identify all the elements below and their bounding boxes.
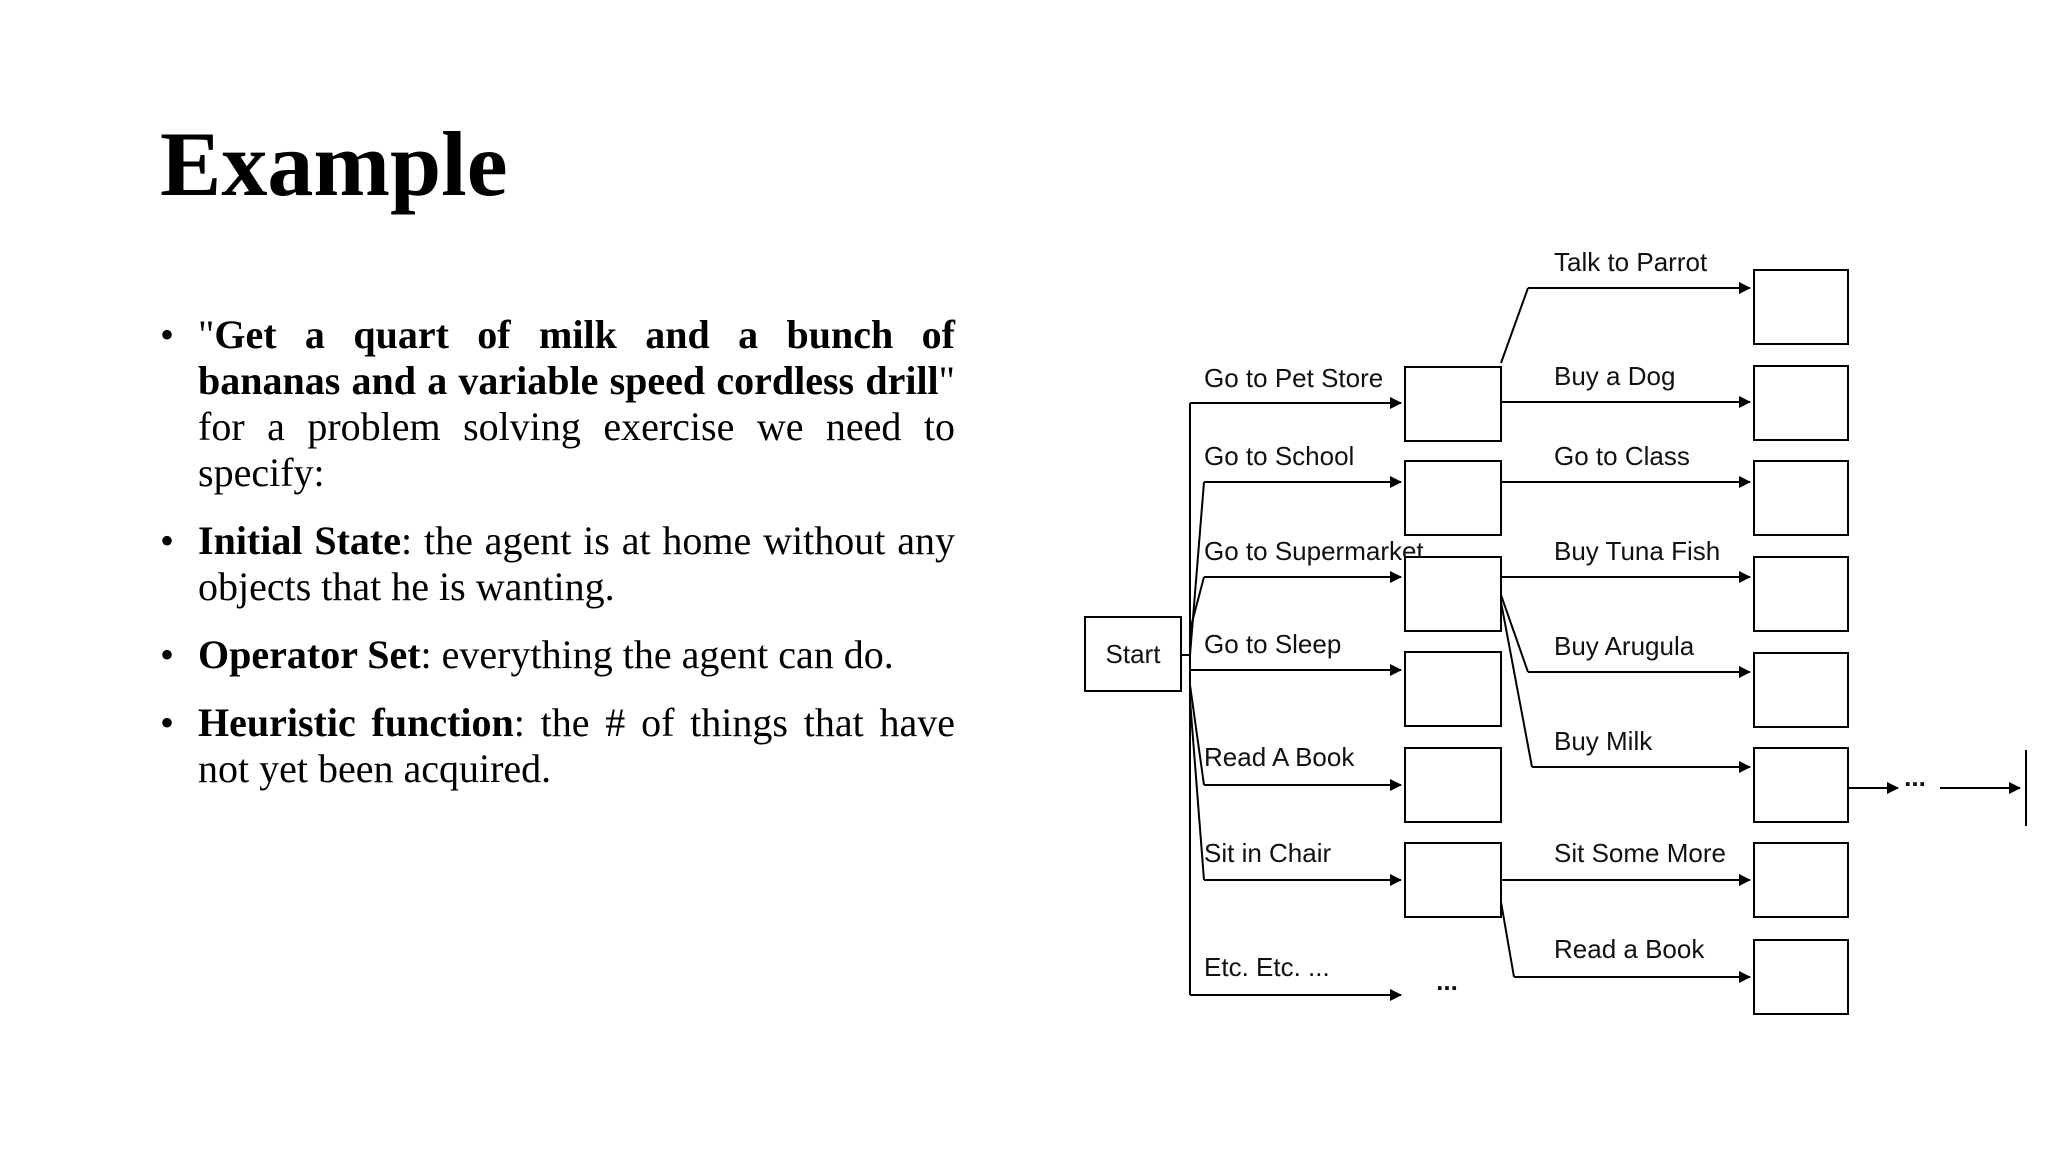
state-box — [1404, 842, 1502, 918]
bullet-text: " for a problem solving exercise we need… — [198, 358, 955, 495]
bullet-text: : the agent is at home without any objec… — [198, 518, 955, 609]
bullet-term: Operator Set — [198, 632, 421, 677]
ellipsis-text: ... — [1904, 762, 1926, 792]
bullet-list: • "Get a quart of milk and a bunch of ba… — [160, 312, 955, 814]
level2-branch-go-class: Go to Class — [1501, 441, 1849, 536]
state-box — [1753, 460, 1849, 536]
edge-label: Etc. Etc. ... — [1204, 952, 1330, 982]
bullet-text: : the # of things that have not yet been… — [198, 700, 955, 791]
bullet-term: Heuristic function — [198, 700, 514, 745]
edge-label: Read a Book — [1554, 934, 1705, 964]
edge-label: Buy Arugula — [1554, 631, 1695, 661]
level2-branch-read-a-book: Read a Book — [1500, 901, 1849, 1015]
level1-branch-etc: Etc. Etc. ... ... — [1190, 952, 1458, 1001]
state-box — [1404, 747, 1502, 823]
state-box — [1753, 842, 1849, 918]
state-box — [1753, 652, 1849, 728]
bullet-dot: • — [160, 312, 175, 357]
state-box — [1404, 651, 1502, 727]
state-box — [1753, 269, 1849, 345]
bullet-text: " — [198, 312, 215, 357]
level2-branch-arugula: Buy Arugula — [1500, 594, 1849, 728]
bullet-item-heuristic: • Heuristic function: the # of things th… — [160, 700, 955, 792]
state-box — [1753, 939, 1849, 1015]
edge-label: Go to Class — [1554, 441, 1690, 471]
bullet-item-initial-state: • Initial State: the agent is at home wi… — [160, 518, 955, 610]
level2-branch-talk-parrot: Talk to Parrot — [1500, 247, 1849, 364]
level1-branch-read-book: Read A Book — [1189, 684, 1502, 823]
search-tree-diagram: Start Go to Pet Store Go to School Go to… — [1084, 247, 2027, 1015]
bullet-item-operator-set: • Operator Set: everything the agent can… — [160, 632, 955, 678]
level1-branch-sit-chair: Sit in Chair — [1189, 699, 1502, 918]
continuation-arrows: ... — [1848, 750, 2027, 826]
edge-label: Go to School — [1204, 441, 1354, 471]
state-box — [1753, 365, 1849, 441]
bullet-item-task: • "Get a quart of milk and a bunch of ba… — [160, 312, 955, 496]
level1-branch-school: Go to School — [1189, 441, 1502, 656]
slide-title: Example — [160, 113, 508, 215]
bullet-dot: • — [160, 632, 175, 677]
start-label: Start — [1106, 639, 1162, 669]
level1-branch-pet-store: Go to Pet Store — [1190, 363, 1502, 442]
state-box-goal — [1753, 747, 1849, 823]
edge-label: Go to Supermarket — [1204, 536, 1424, 566]
state-box — [1404, 460, 1502, 536]
level1-branch-sleep: Go to Sleep — [1190, 629, 1502, 727]
bullet-text-bold: Get a quart of milk and a bunch of banan… — [198, 312, 955, 403]
edge-label: Read A Book — [1204, 742, 1355, 772]
edge-label: Sit in Chair — [1204, 838, 1331, 868]
state-box — [1404, 366, 1502, 442]
level2-branch-buy-milk: Buy Milk — [1500, 601, 1849, 823]
state-box — [1753, 556, 1849, 632]
edge-label: Go to Sleep — [1204, 629, 1341, 659]
bullet-dot: • — [160, 700, 175, 745]
bullet-term: Initial State — [198, 518, 401, 563]
bullet-dot: • — [160, 518, 175, 563]
edge-label: Buy Milk — [1554, 726, 1653, 756]
state-box — [1404, 556, 1502, 632]
edge-label: Buy a Dog — [1554, 361, 1675, 391]
edge-label: Go to Pet Store — [1204, 363, 1383, 393]
bullet-text: : everything the agent can do. — [420, 632, 894, 677]
level2-branch-buy-dog: Buy a Dog — [1501, 361, 1849, 441]
edge-label: Sit Some More — [1554, 838, 1726, 868]
level2-branch-sit-more: Sit Some More — [1501, 838, 1849, 918]
edge-label: Buy Tuna Fish — [1554, 536, 1720, 566]
ellipsis-text: ... — [1436, 966, 1458, 996]
start-node: Start — [1084, 616, 1182, 692]
edge-label: Talk to Parrot — [1554, 247, 1708, 277]
level1-branch-supermarket: Go to Supermarket — [1189, 536, 1502, 632]
level2-branch-tuna-fish: Buy Tuna Fish — [1501, 536, 1849, 632]
